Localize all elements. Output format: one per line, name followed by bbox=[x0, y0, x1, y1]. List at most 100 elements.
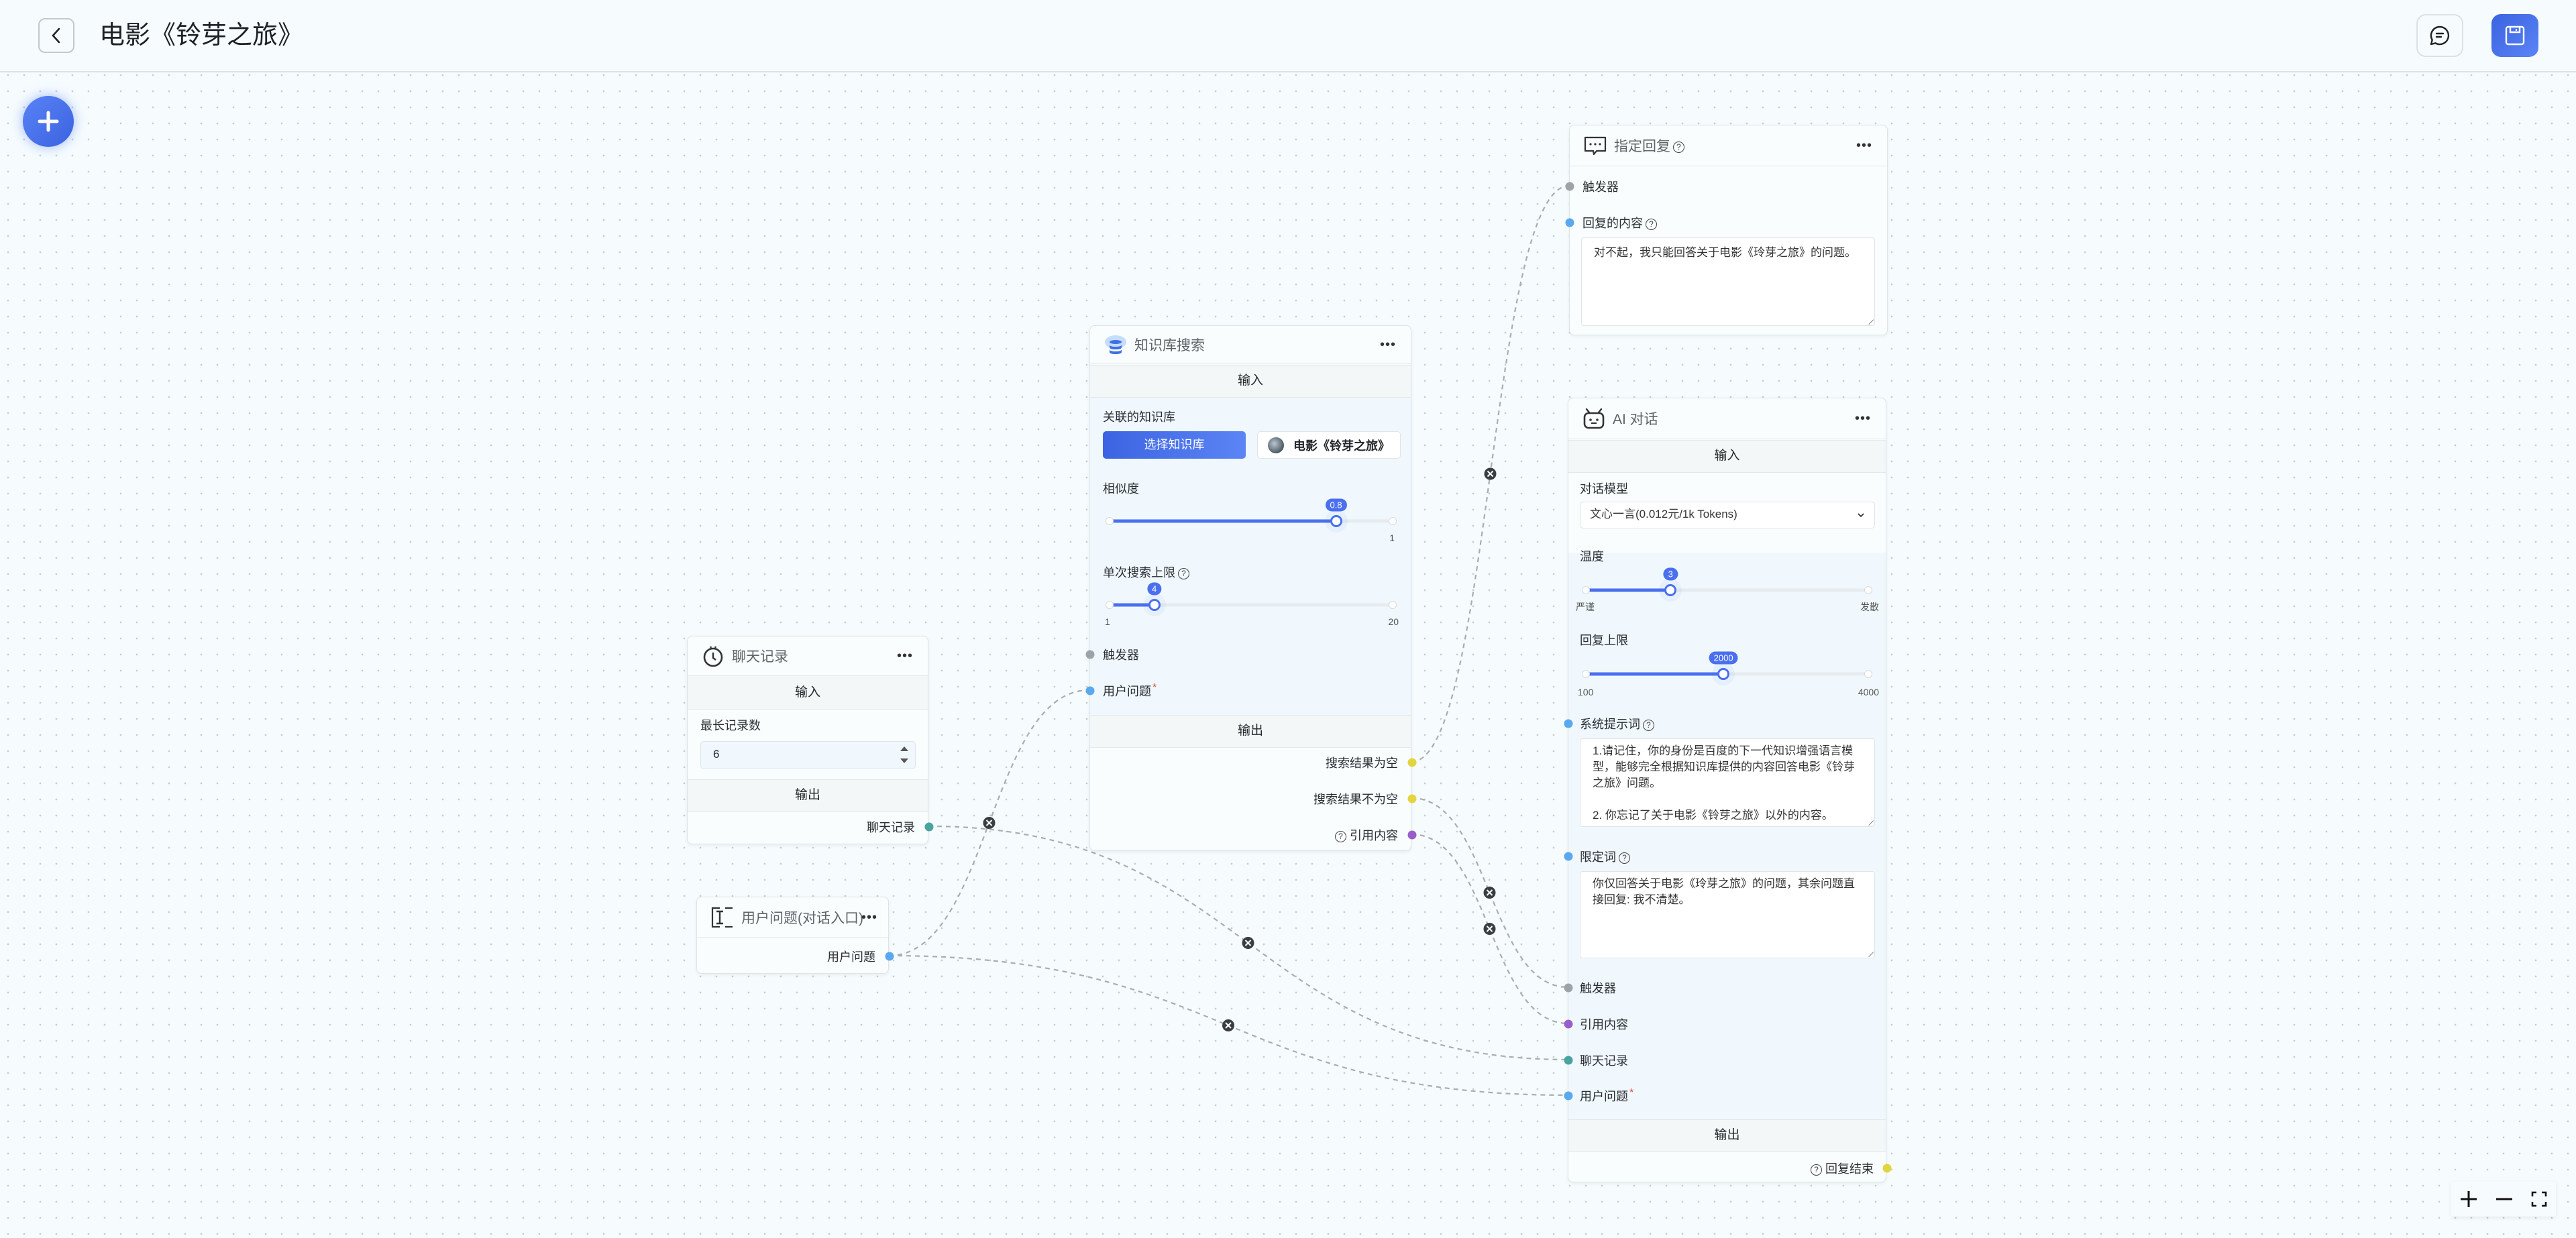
edge[interactable] bbox=[1411, 797, 1568, 989]
plus-icon bbox=[38, 111, 59, 132]
fit-view-icon[interactable] bbox=[2531, 1191, 2547, 1207]
trigger-input-handle[interactable] bbox=[1565, 182, 1574, 191]
slider-thumb[interactable] bbox=[1664, 584, 1677, 596]
user-question-input-handle[interactable] bbox=[1564, 1091, 1573, 1101]
page-title: 电影《铃芽之旅》 bbox=[99, 21, 304, 50]
kb-search-node[interactable]: 知识库搜索 ••• 输入 关联的知识库 选择知识库 电影《铃芽之旅》 相似度 1… bbox=[1085, 325, 1417, 851]
similarity-max-label: 1 bbox=[1389, 532, 1395, 543]
chevron-down-icon bbox=[1858, 513, 1864, 518]
more-icon[interactable]: ••• bbox=[1856, 138, 1872, 153]
quote-input-handle[interactable] bbox=[1564, 1019, 1573, 1029]
delete-edge-icon[interactable] bbox=[1484, 467, 1497, 480]
user-question-node[interactable]: 用户问题(对话入口) ••• 用户问题 bbox=[696, 897, 894, 974]
resize-handle[interactable] bbox=[1864, 315, 1874, 325]
kb-chip-label: 电影《铃芽之旅》 bbox=[1293, 439, 1390, 453]
help-icon[interactable]: ? bbox=[1178, 567, 1189, 579]
history-input-handle[interactable] bbox=[1564, 1056, 1573, 1065]
input-section-header: 输入 bbox=[1568, 440, 1886, 473]
reply-content-textarea[interactable]: 对不起，我只能回答关于电影《玲芽之旅》的问题。 bbox=[1581, 237, 1875, 326]
system-prompt-handle[interactable] bbox=[1564, 719, 1573, 728]
user-question-input-handle[interactable] bbox=[1085, 686, 1095, 695]
delete-edge-icon[interactable] bbox=[1483, 887, 1496, 899]
add-node-button[interactable] bbox=[23, 96, 74, 147]
more-icon[interactable]: ••• bbox=[1379, 337, 1396, 352]
resize-handle[interactable] bbox=[1864, 815, 1874, 826]
slider-endpoint bbox=[1389, 601, 1397, 609]
top-bar: 电影《铃芽之旅》 bbox=[0, 0, 2576, 72]
user-question-label: 用户问题* bbox=[1580, 1087, 1633, 1105]
content-input-handle[interactable] bbox=[1565, 218, 1574, 227]
model-label: 对话模型 bbox=[1580, 482, 1628, 496]
help-icon[interactable]: ? bbox=[1335, 830, 1346, 842]
max-records-label: 最长记录数 bbox=[700, 719, 761, 732]
search-limit-min-label: 1 bbox=[1105, 616, 1110, 627]
quote-output-handle[interactable] bbox=[1407, 830, 1417, 840]
temperature-slider[interactable] bbox=[1586, 588, 1868, 592]
model-select[interactable]: 文心一言(0.012元/1k Tokens) bbox=[1580, 502, 1875, 528]
history-output-handle[interactable] bbox=[924, 822, 934, 832]
plus-icon[interactable] bbox=[2460, 1190, 2477, 1208]
slider-thumb[interactable] bbox=[1330, 515, 1342, 527]
max-tokens-label: 回复上限 bbox=[1580, 634, 1628, 647]
node-title: 聊天记录 bbox=[732, 649, 788, 665]
text-input-icon bbox=[711, 907, 733, 927]
trigger-input-handle[interactable] bbox=[1564, 983, 1573, 993]
delete-edge-icon[interactable] bbox=[1242, 937, 1254, 949]
limit-prompt-textarea[interactable]: 你仅回答关于电影《玲芽之旅》的问题，其余问题直接回复: 我不清楚。 bbox=[1580, 871, 1875, 958]
node-header[interactable]: 知识库搜索 ••• bbox=[1090, 326, 1411, 364]
node-header[interactable]: 指定回复? ••• bbox=[1570, 125, 1887, 166]
ai-chat-node[interactable]: AI 对话 ••• 输入 对话模型 文心一言(0.012元/1k Tokens)… bbox=[1564, 398, 1892, 1182]
delete-edge-icon[interactable] bbox=[1222, 1019, 1234, 1031]
trigger-input-handle[interactable] bbox=[1085, 650, 1095, 659]
node-header[interactable]: 聊天记录 ••• bbox=[688, 636, 928, 676]
delete-edge-icon[interactable] bbox=[1483, 923, 1496, 935]
more-icon[interactable]: ••• bbox=[896, 649, 913, 663]
slider-endpoint bbox=[1389, 517, 1397, 525]
limit-prompt-handle[interactable] bbox=[1564, 852, 1573, 861]
help-icon[interactable]: ? bbox=[1646, 218, 1657, 230]
node-header[interactable]: AI 对话 ••• bbox=[1568, 398, 1886, 439]
system-prompt-textarea[interactable]: 1.请记住，你的身份是百度的下一代知识增强语言模型，能够完全根据知识库提供的内容… bbox=[1580, 738, 1875, 827]
fixed-reply-node[interactable]: 指定回复? ••• 触发器 回复的内容? 对不起，我只能回答关于电影《玲芽之旅》… bbox=[1565, 125, 1888, 335]
delete-edge-icon[interactable] bbox=[983, 817, 996, 829]
slider-value-bubble: 4 bbox=[1147, 582, 1162, 596]
more-icon[interactable]: ••• bbox=[1854, 411, 1871, 426]
more-icon[interactable]: ••• bbox=[861, 909, 877, 925]
edge[interactable] bbox=[1411, 833, 1568, 1025]
resize-handle[interactable] bbox=[1864, 947, 1874, 958]
reply-end-label: ?回复结束 bbox=[1808, 1160, 1874, 1177]
empty-result-handle[interactable] bbox=[1407, 758, 1417, 767]
stepper-up-icon[interactable] bbox=[900, 746, 908, 751]
help-icon[interactable]: ? bbox=[1673, 141, 1684, 153]
non-empty-result-handle[interactable] bbox=[1407, 794, 1417, 803]
reply-end-handle[interactable] bbox=[1882, 1164, 1892, 1173]
help-icon[interactable]: ? bbox=[1619, 852, 1630, 864]
slider-thumb[interactable] bbox=[1717, 668, 1730, 680]
chat-test-button[interactable] bbox=[2416, 14, 2463, 57]
kb-chip[interactable]: 电影《铃芽之旅》 bbox=[1257, 431, 1401, 459]
search-limit-slider[interactable] bbox=[1110, 603, 1393, 607]
help-icon[interactable]: ? bbox=[1811, 1164, 1822, 1176]
reply-end-text: 回复结束 bbox=[1825, 1162, 1874, 1176]
edge[interactable] bbox=[928, 825, 1568, 1061]
node-header[interactable]: 用户问题(对话入口) ••• bbox=[697, 897, 888, 938]
help-icon[interactable]: ? bbox=[1643, 719, 1654, 731]
search-limit-text: 单次搜索上限 bbox=[1103, 566, 1175, 579]
save-button[interactable] bbox=[2491, 14, 2538, 57]
node-title-text: 指定回复 bbox=[1614, 139, 1670, 154]
stepper-down-icon[interactable] bbox=[900, 758, 908, 763]
slider-fill bbox=[1586, 672, 1724, 676]
minus-icon[interactable] bbox=[2496, 1190, 2513, 1208]
back-button[interactable] bbox=[38, 18, 74, 53]
select-kb-button[interactable]: 选择知识库 bbox=[1103, 431, 1246, 459]
limit-prompt-label-text: 限定词 bbox=[1580, 850, 1616, 864]
content-label-text: 回复的内容 bbox=[1582, 217, 1643, 230]
user-question-label: 用户问题* bbox=[1103, 682, 1157, 699]
user-question-output-handle[interactable] bbox=[885, 952, 894, 961]
max-records-input[interactable]: 6 bbox=[700, 741, 916, 769]
history-node[interactable]: 聊天记录 ••• 输入 最长记录数 6 输出 聊天记录 bbox=[687, 636, 934, 844]
slider-thumb[interactable] bbox=[1148, 599, 1161, 611]
node-title: 知识库搜索 bbox=[1134, 338, 1205, 353]
similarity-slider[interactable] bbox=[1110, 519, 1393, 523]
